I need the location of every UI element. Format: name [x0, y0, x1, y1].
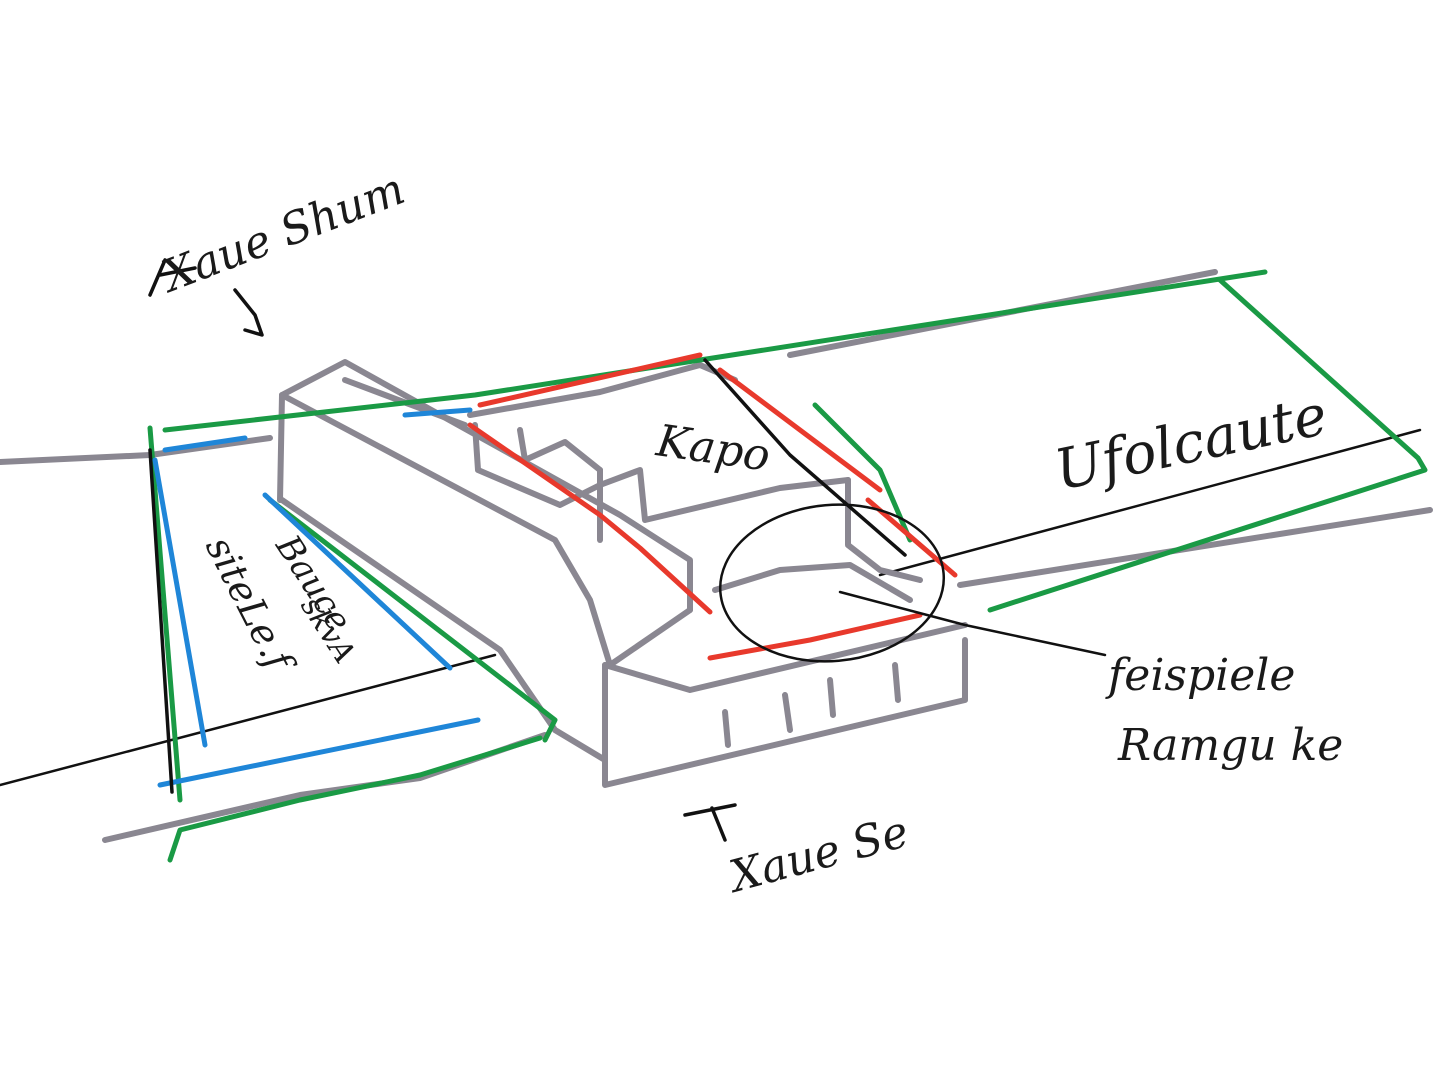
label-bottom: Xaue Se — [722, 806, 914, 903]
green-boundary — [147, 269, 1428, 863]
red-edges — [467, 352, 958, 661]
label-callout-line2: Ramgu ke — [1117, 720, 1343, 771]
ink-lines — [148, 258, 1107, 842]
label-left-side-2: skvA — [293, 590, 362, 670]
label-center-block: Kapo — [652, 415, 773, 481]
ground-lines — [0, 428, 1422, 787]
label-top-left: Xaue Shum — [153, 163, 412, 303]
label-callout-line1: feispiele — [1105, 650, 1295, 701]
label-right-area: Ufolcaute — [1049, 383, 1332, 504]
blue-steps — [152, 407, 481, 788]
